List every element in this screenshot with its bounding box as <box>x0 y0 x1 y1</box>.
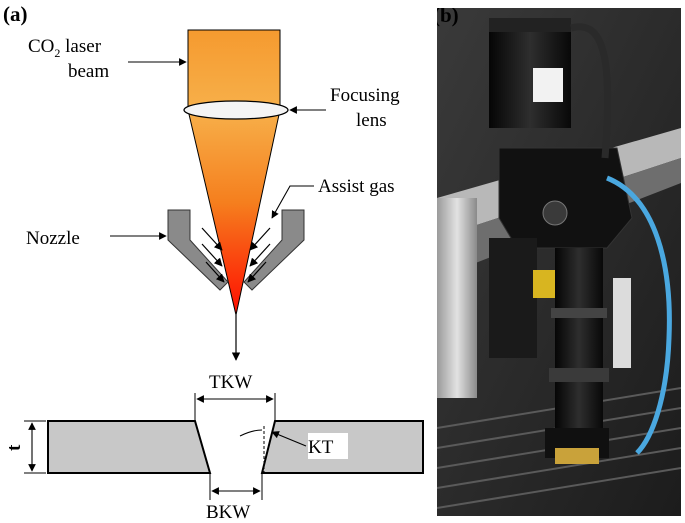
panel-a-label: (a) <box>3 2 28 26</box>
focusing-lens-label-line2: lens <box>356 110 387 131</box>
gas-arrow <box>249 227 271 251</box>
assist-gas-leader <box>271 185 314 219</box>
focus-tube <box>555 248 603 428</box>
blue-gas-hose <box>606 175 672 455</box>
kt-label: KT <box>308 437 334 458</box>
focusing-lens-label-line1: Focusing <box>330 85 400 106</box>
kerf-taper-angle <box>239 429 263 437</box>
assist-gas-label: Assist gas <box>318 176 395 197</box>
schematic-panel-a: (a) CO2 laser beam Focusing lens Assist … <box>3 2 424 523</box>
gas-arrow <box>201 227 223 251</box>
nozzle-tip <box>555 448 599 464</box>
tube-ring <box>549 368 609 382</box>
kt-leader <box>271 431 307 447</box>
black-cable <box>570 23 612 159</box>
motor-cap <box>489 18 571 32</box>
laser-beam-label-line2: beam <box>68 61 109 82</box>
focused-beam-cone <box>187 109 281 316</box>
sensor-box <box>613 278 631 368</box>
rail-side <box>437 198 477 398</box>
nozzle-label: Nozzle <box>26 228 80 249</box>
focusing-lens <box>183 100 289 120</box>
gas-arrow <box>249 243 271 267</box>
motor-label <box>533 68 563 102</box>
gas-arrow <box>247 261 267 283</box>
laser-beam-column <box>187 29 281 111</box>
head-plate <box>489 238 537 358</box>
workpiece-left <box>47 420 212 474</box>
bkw-label: BKW <box>206 502 250 523</box>
panel-b-label: (b) <box>437 8 459 27</box>
tkw-label: TKW <box>209 372 252 393</box>
photo-panel-b: (b) <box>437 8 681 516</box>
gas-arrow <box>205 261 225 283</box>
gas-arrow <box>201 243 223 267</box>
head-bracket <box>498 147 633 249</box>
thickness-label: t <box>4 444 25 451</box>
kt-label-bg <box>308 433 348 459</box>
laser-beam-label-line1: CO2 laser <box>28 36 102 60</box>
tube-ring <box>551 308 607 318</box>
head-window <box>542 200 568 226</box>
